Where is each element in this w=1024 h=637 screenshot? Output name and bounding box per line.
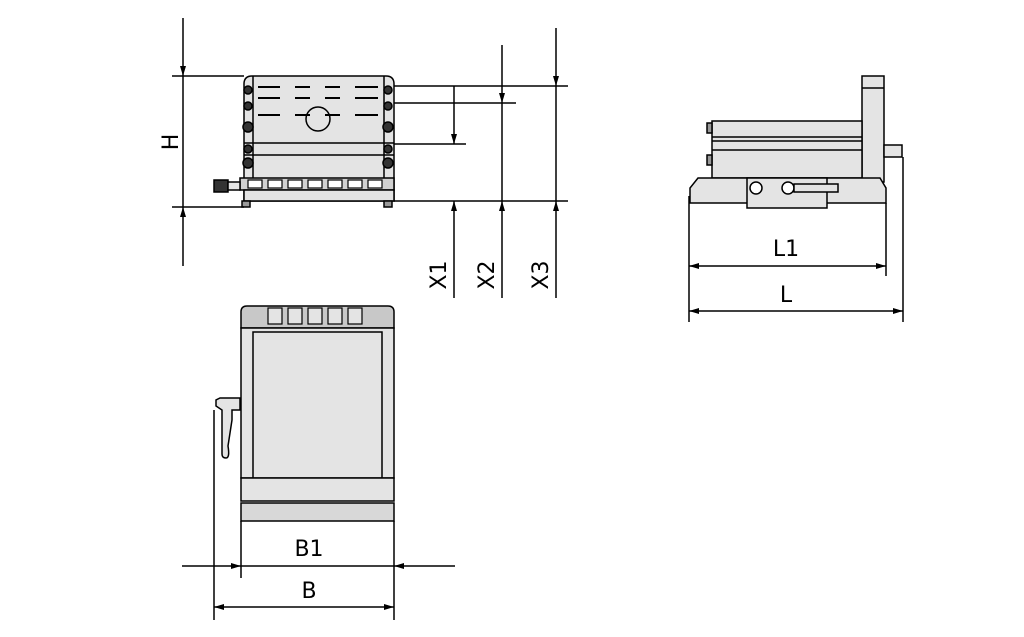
label-B: B xyxy=(301,579,316,604)
top-view xyxy=(215,305,395,522)
label-X1: X1 xyxy=(427,260,452,289)
label-H: H xyxy=(159,134,184,151)
dimension-H xyxy=(172,18,244,266)
label-L1: L1 xyxy=(773,237,799,262)
dimension-B xyxy=(182,410,455,620)
front-view xyxy=(213,75,395,208)
label-L: L xyxy=(780,283,793,308)
dimension-X xyxy=(394,28,568,298)
side-view xyxy=(689,75,903,209)
dimension-L xyxy=(688,157,904,322)
label-X3: X3 xyxy=(529,260,554,289)
label-X2: X2 xyxy=(475,260,500,289)
label-B1: B1 xyxy=(294,537,323,562)
